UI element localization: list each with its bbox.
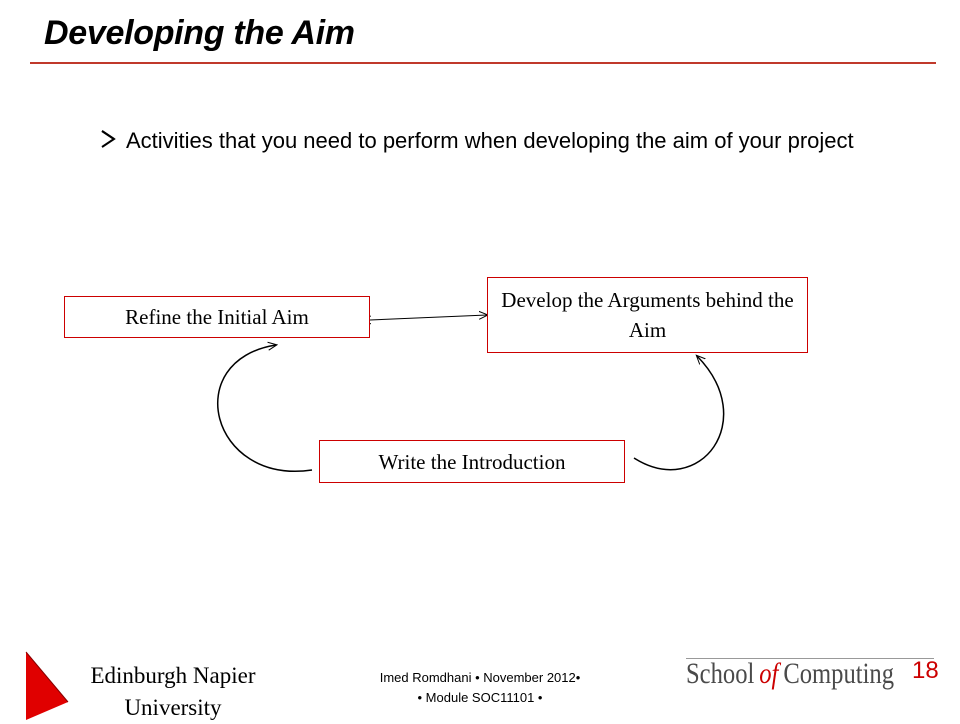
brand-computing: Computing <box>783 657 895 690</box>
module-line: • Module SOC11101 • <box>417 690 543 705</box>
develop-arguments-label: Develop the Arguments behind the Aim <box>501 288 794 342</box>
refine-aim-box: Refine the Initial Aim <box>64 296 370 338</box>
page-number: 18 <box>912 657 939 684</box>
brand-of: of <box>759 657 779 690</box>
title-divider <box>30 62 936 64</box>
footer-credits: Imed Romdhani • November 2012• • Module … <box>330 668 630 708</box>
bidirectional-arrow <box>370 315 487 320</box>
napier-logo-triangle <box>25 651 69 720</box>
slide-title: Developing the Aim <box>44 14 355 52</box>
author-line: Imed Romdhani • November 2012• <box>379 670 581 685</box>
institution-name: Edinburgh Napier University <box>90 663 256 720</box>
arrow-bullet-icon <box>100 124 126 160</box>
curved-arrow-introduction-to-develop <box>633 356 725 471</box>
curved-arrow-introduction-to-refine <box>216 345 313 472</box>
write-introduction-label: Write the Introduction <box>378 449 566 474</box>
bullet-text: Activities that you need to perform when… <box>126 128 854 153</box>
refine-aim-label: Refine the Initial Aim <box>125 305 309 329</box>
bullet-item: Activities that you need to perform when… <box>100 124 930 160</box>
write-introduction-box: Write the Introduction <box>319 440 625 483</box>
brand-divider <box>686 658 934 659</box>
brand-school: School <box>686 657 755 690</box>
develop-arguments-box: Develop the Arguments behind the Aim <box>487 277 808 353</box>
